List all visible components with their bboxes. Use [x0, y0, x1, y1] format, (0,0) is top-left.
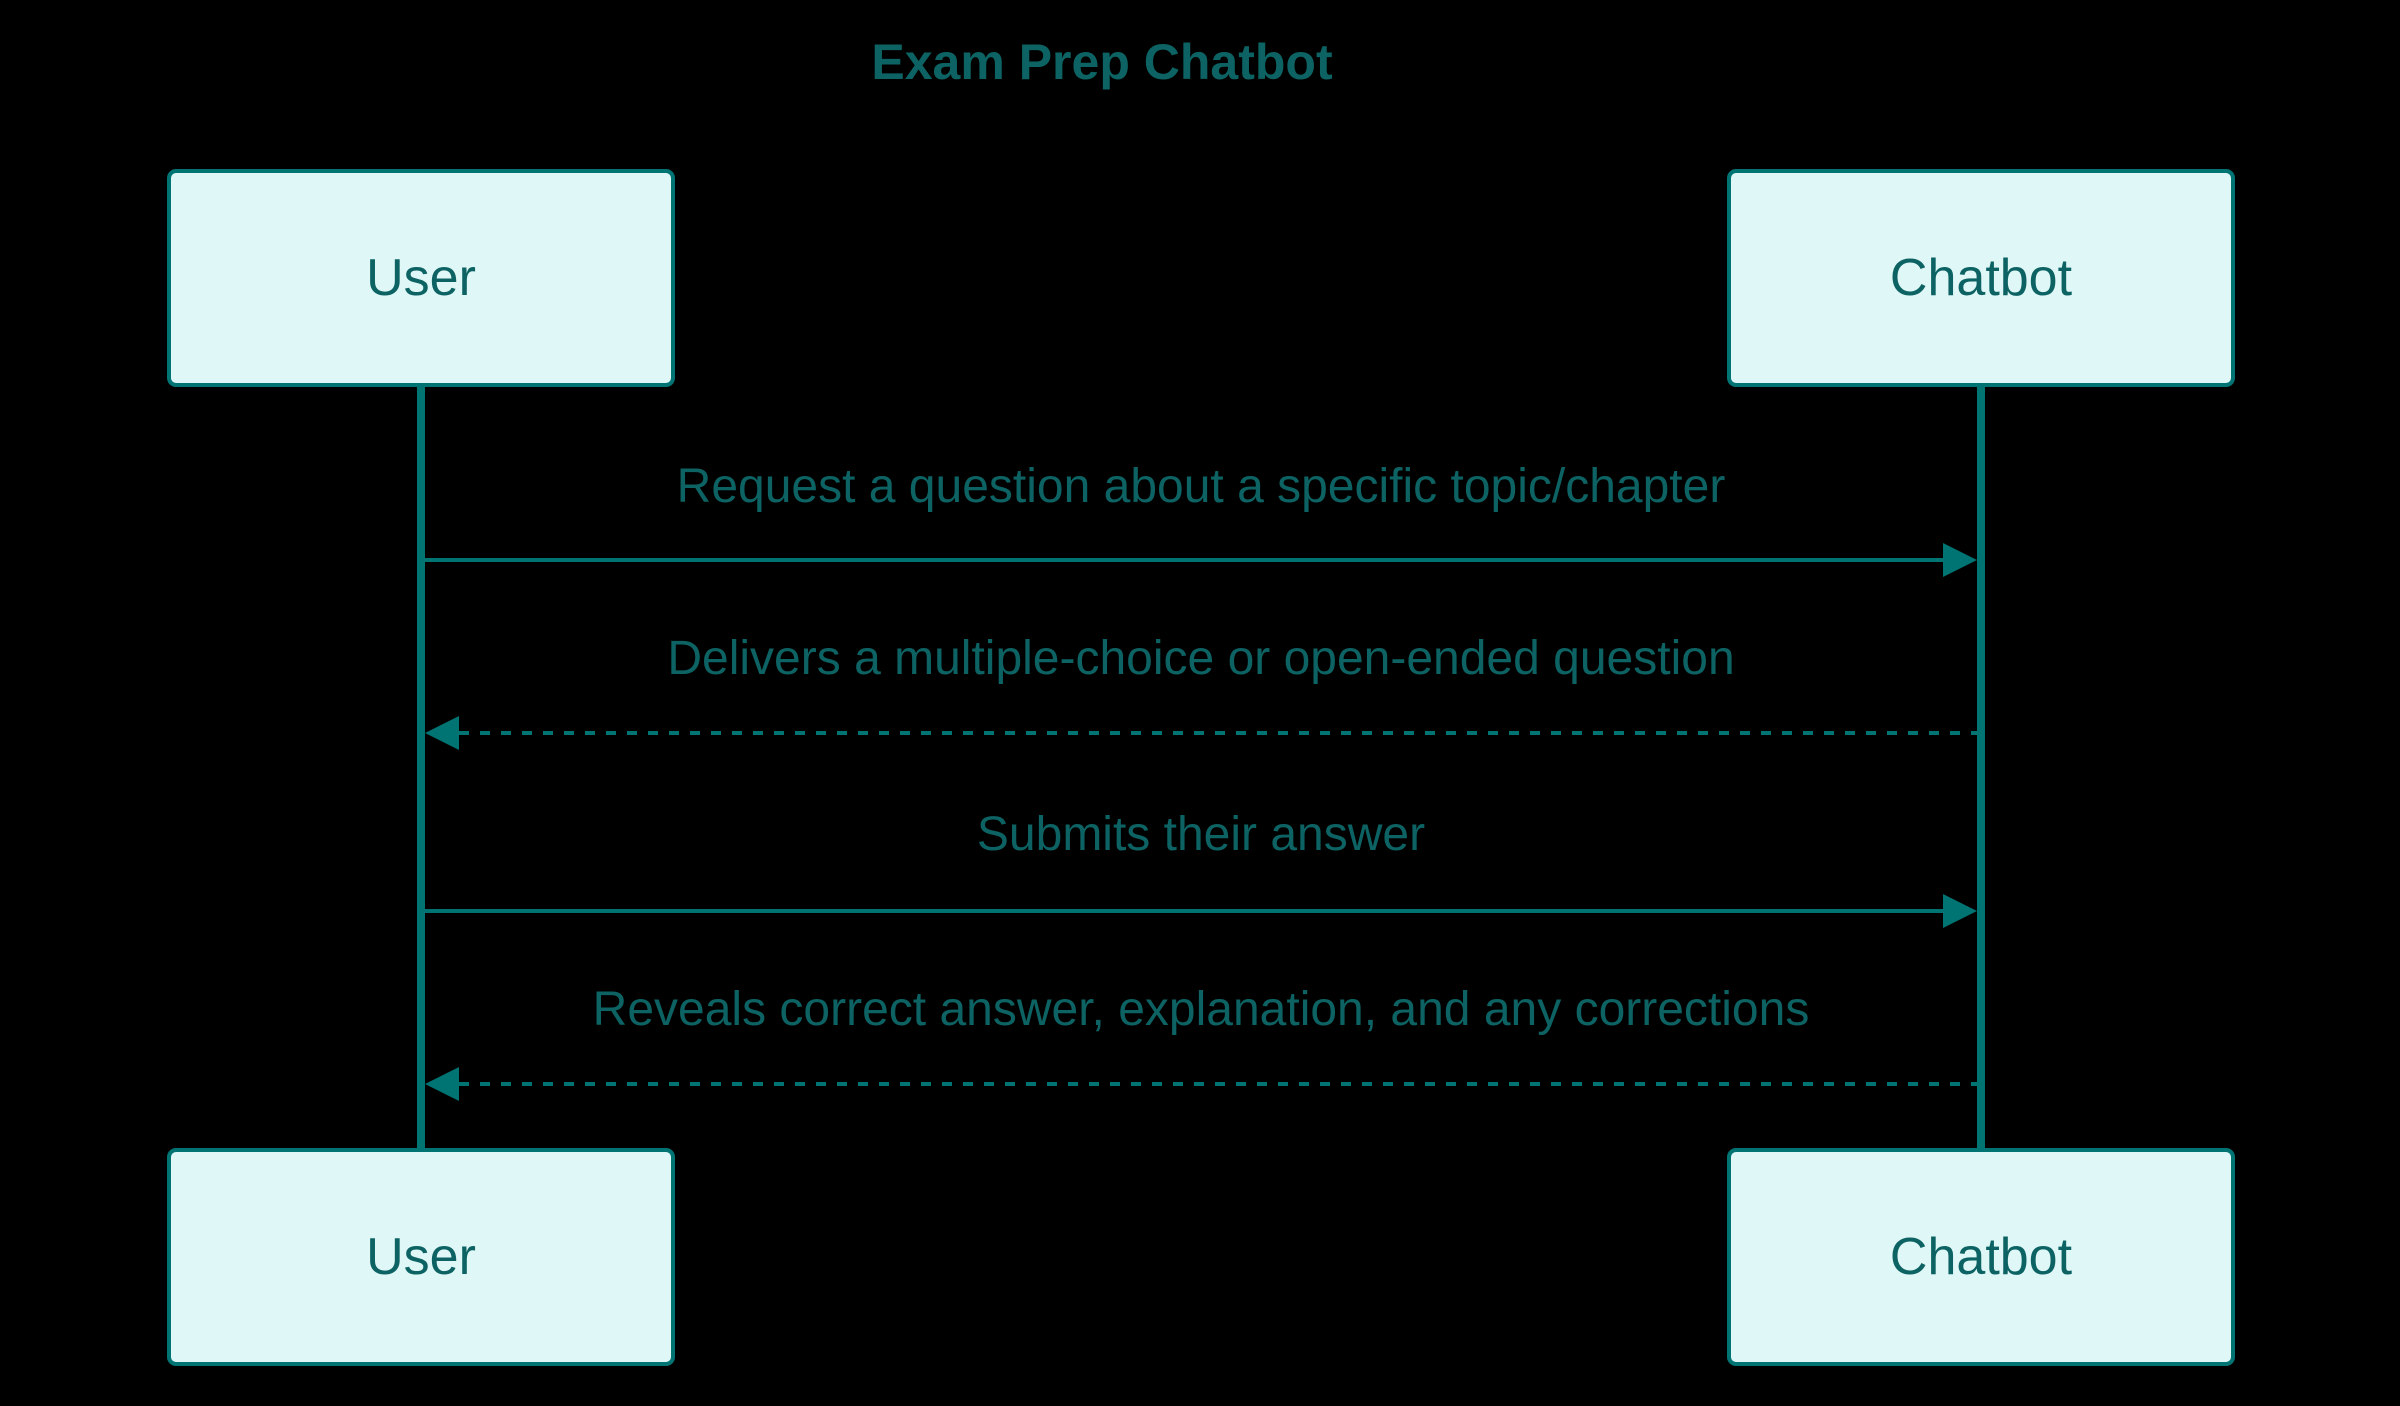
lifeline-chatbot	[1977, 387, 1985, 1148]
message-3-arrowhead-icon	[1943, 894, 1977, 928]
lifeline-user	[417, 387, 425, 1148]
message-4-text: Reveals correct answer, explanation, and…	[592, 983, 1810, 1036]
message-1-text: Request a question about a specific topi…	[676, 460, 1726, 513]
message-3-text: Submits their answer	[976, 808, 1426, 861]
actor-label-chatbot-bottom: Chatbot	[1889, 1228, 2073, 1286]
message-2-line	[459, 731, 1977, 735]
actor-box-user-top: User	[167, 169, 675, 387]
message-2-arrowhead-icon	[425, 716, 459, 750]
message-1-line	[421, 558, 1947, 562]
message-4-line	[459, 1082, 1977, 1086]
message-4-arrowhead-icon	[425, 1067, 459, 1101]
message-3-line	[421, 909, 1947, 913]
actor-label-chatbot-top: Chatbot	[1889, 249, 2073, 307]
diagram-title: Exam Prep Chatbot	[871, 34, 1333, 90]
actor-label-user-top: User	[366, 249, 476, 307]
actor-box-chatbot-bottom: Chatbot	[1727, 1148, 2235, 1366]
actor-box-user-bottom: User	[167, 1148, 675, 1366]
message-2-text: Delivers a multiple-choice or open-ended…	[667, 632, 1735, 685]
actor-box-chatbot-top: Chatbot	[1727, 169, 2235, 387]
message-1-arrowhead-icon	[1943, 543, 1977, 577]
actor-label-user-bottom: User	[366, 1228, 476, 1286]
